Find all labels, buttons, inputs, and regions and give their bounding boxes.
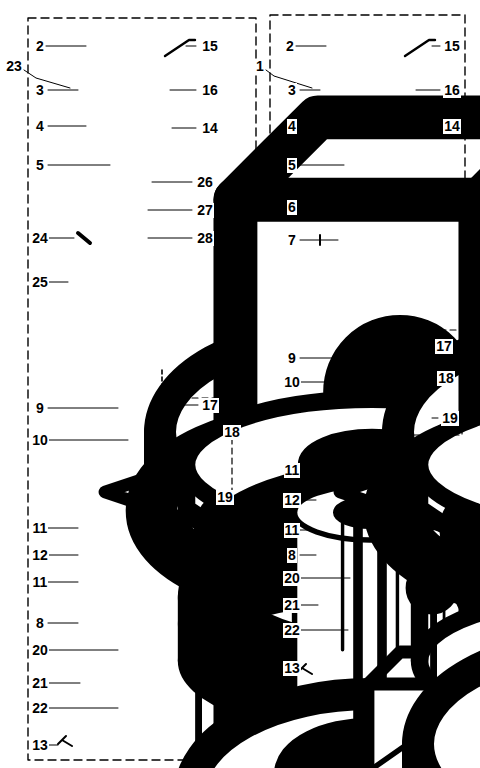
callout-number: 1: [255, 59, 265, 74]
callout-number: 23: [5, 59, 23, 74]
callout-number: 11: [284, 463, 301, 478]
callout-number: 4: [35, 119, 45, 134]
callout-number: 28: [196, 231, 214, 246]
callout-number: 7: [287, 233, 297, 248]
callout-number: 11: [284, 523, 301, 538]
callout-number: 21: [31, 676, 49, 691]
callout-number: 19: [216, 490, 234, 505]
callout-number: 16: [443, 83, 461, 98]
callout-number: 18: [437, 371, 455, 386]
callout-number: 14: [443, 119, 461, 134]
callout-number: 25: [31, 275, 49, 290]
callout-number: 17: [435, 339, 453, 354]
callout-number: 2: [35, 39, 45, 54]
callout-number: 12: [283, 493, 301, 508]
callout-number: 27: [196, 203, 214, 218]
callout-number: 5: [287, 158, 297, 173]
callout-number: 19: [441, 411, 459, 426]
callout-number: 5: [35, 158, 45, 173]
callout-number: 10: [31, 433, 49, 448]
callout-number: 22: [283, 623, 301, 638]
callout-number: 8: [35, 616, 45, 631]
callout-number: 24: [31, 231, 49, 246]
callout-number: 13: [31, 738, 49, 753]
callout-number: 11: [32, 521, 49, 536]
callout-number: 20: [283, 571, 301, 586]
callout-number: 10: [283, 375, 301, 390]
callout-number: 14: [201, 121, 219, 136]
callout-number: 17: [201, 398, 219, 413]
callout-number: 21: [283, 598, 301, 613]
callout-number: 3: [287, 83, 297, 98]
callout-number: 26: [196, 175, 214, 190]
callout-number: 9: [287, 351, 297, 366]
callout-number: 15: [201, 39, 219, 54]
callout-number: 20: [31, 643, 49, 658]
callout-number: 16: [201, 83, 219, 98]
callout-number: 15: [443, 39, 461, 54]
callout-number: 3: [35, 83, 45, 98]
callout-number: 22: [31, 701, 49, 716]
callout-number: 9: [35, 401, 45, 416]
callout-number: 11: [32, 575, 49, 590]
callout-number: 2: [285, 39, 295, 54]
callout-number: 18: [223, 425, 241, 440]
callout-number: 4: [287, 119, 297, 134]
callout-number: 8: [287, 548, 297, 563]
callout-number: 12: [31, 548, 49, 563]
callout-number: 6: [287, 200, 297, 215]
callout-number: 13: [283, 661, 301, 676]
